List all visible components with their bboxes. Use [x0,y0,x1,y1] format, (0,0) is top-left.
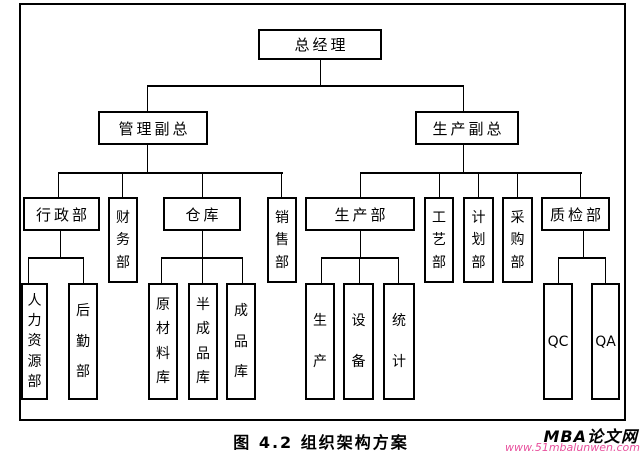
connector [583,231,584,257]
connector [242,257,243,283]
node-production-dept: 生产部 [305,197,415,231]
watermark-site-name: MBA论文网 [539,423,638,447]
connector [478,172,479,197]
connector [147,85,148,111]
connector [83,257,84,283]
node-management-vp: 管理副总 [98,111,208,145]
node-warehouse: 仓库 [163,197,241,231]
node-equipment-team: 设备 [343,283,374,400]
connector [360,231,361,257]
node-statistics-team: 统计 [383,283,415,400]
node-semi-finished-store: 半成品库 [188,283,218,400]
connector [360,172,361,197]
connector [60,231,61,257]
connector [58,172,283,174]
node-general-manager: 总经理 [258,29,382,60]
connector [28,257,84,259]
connector [202,231,203,257]
node-sales-dept: 销售部 [267,197,297,283]
connector [360,172,582,174]
node-admin-dept: 行政部 [23,197,100,231]
node-finished-store: 成品库 [226,283,256,400]
connector [28,257,29,283]
connector [463,85,464,111]
node-finance-dept: 财务部 [108,197,138,283]
connector [321,257,322,283]
connector [147,85,464,87]
connector [281,172,282,197]
connector [320,60,321,85]
node-quality-dept: 质检部 [541,197,610,231]
node-production-vp: 生产副总 [415,111,519,145]
connector [161,257,162,283]
connector [439,172,440,197]
node-qc: QC [543,283,573,400]
connector [558,257,606,259]
connector [58,172,59,197]
node-process-dept: 工艺部 [424,197,454,283]
node-planning-dept: 计划部 [463,197,494,283]
node-purchasing-dept: 采购部 [502,197,533,283]
node-logistics-dept: 后勤部 [68,283,98,400]
connector [463,145,464,172]
connector [558,257,559,283]
figure-caption: 图 4.2 组织架构方案 [233,433,409,452]
connector [202,257,203,283]
node-hr-dept: 人力资源部 [21,283,48,400]
connector [580,172,581,197]
connector [321,257,399,259]
watermark-site-url: www.51mbalunwen.com [505,441,640,454]
connector [122,172,123,197]
connector [398,257,399,283]
node-qa: QA [591,283,620,400]
connector [517,172,518,197]
node-raw-material-store: 原材料库 [148,283,178,400]
connector [202,172,203,197]
node-production-team: 生产 [305,283,335,400]
diagram-frame [19,3,626,421]
connector [359,257,360,283]
connector [605,257,606,283]
connector [147,145,148,172]
